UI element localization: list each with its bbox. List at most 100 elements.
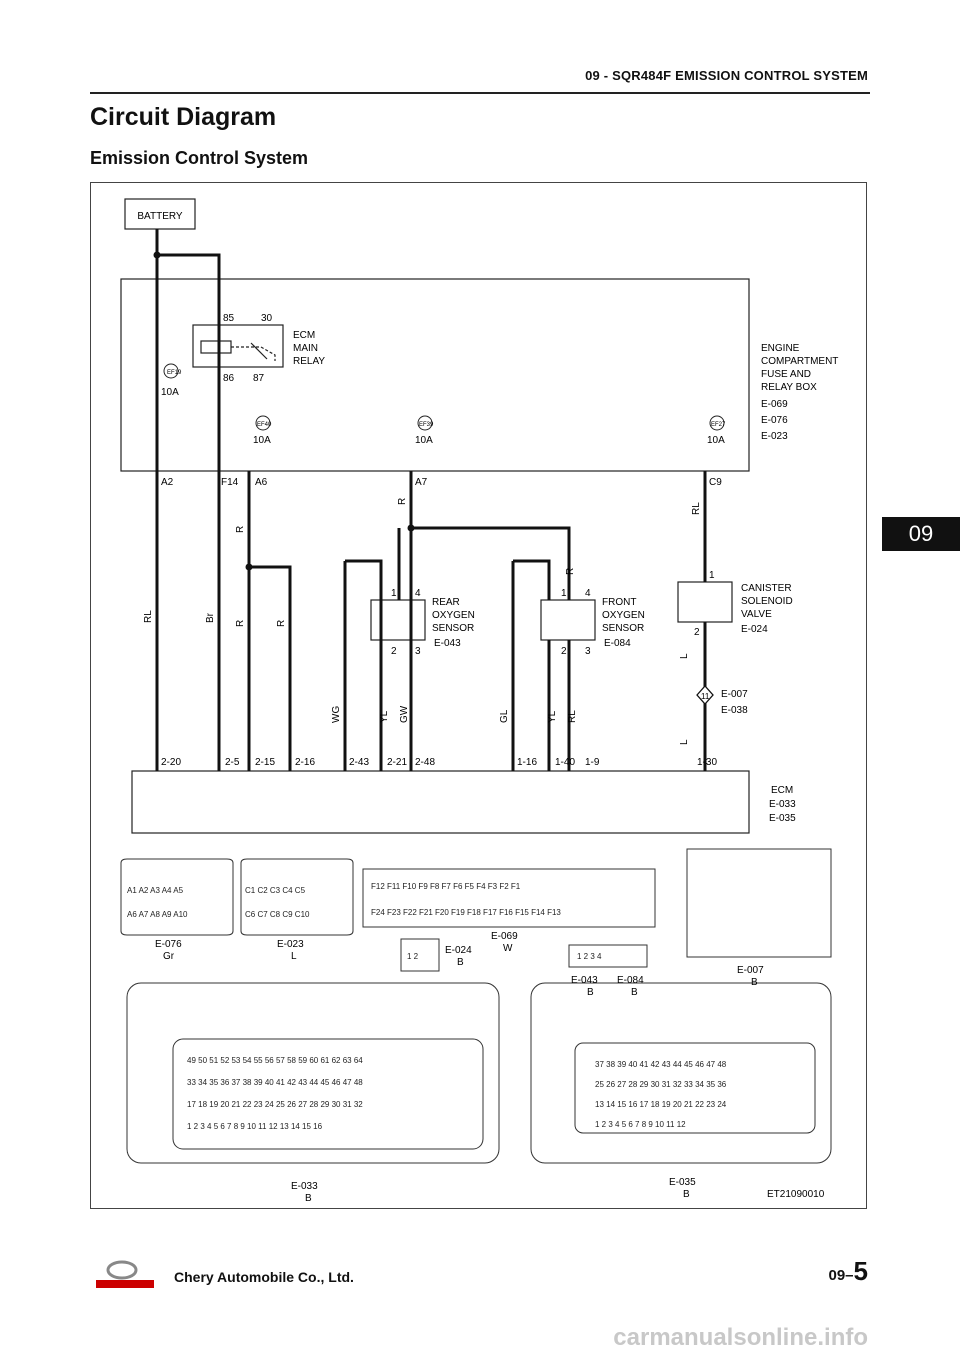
- ecm-pin-1-30: 1-30: [697, 757, 717, 768]
- front-pin-2: 2: [561, 646, 567, 657]
- fuse-box: [120, 278, 750, 472]
- conn-e069-id: E-069: [491, 931, 518, 942]
- fuse-ef40-rating: 10A: [253, 435, 271, 446]
- watermark: carmanualsonline.info: [613, 1324, 868, 1351]
- rear-sensor-label-1: REAR: [432, 597, 460, 608]
- rear-pin-4: 4: [415, 588, 421, 599]
- canister-box: [677, 581, 733, 623]
- wire-color-l-1: L: [679, 653, 690, 659]
- wire-color-rl-2: RL: [567, 710, 578, 723]
- fusebox-label-1: ENGINE: [761, 343, 800, 354]
- fusebox-label-2: COMPARTMENT: [761, 356, 838, 367]
- chapter-tab: 09: [882, 517, 960, 551]
- section-title: Emission Control System: [90, 148, 309, 168]
- footer-page-number: 09–5: [829, 1256, 869, 1287]
- wire-color-yl-2: YL: [547, 710, 558, 723]
- fusebox-conn-2: E-076: [761, 415, 788, 426]
- figure-code: ET21090010: [767, 1189, 825, 1200]
- fuse-ef40-id: EF40: [257, 422, 272, 428]
- fb-pin-a7: A7: [415, 477, 428, 488]
- front-sensor-box: [540, 599, 596, 641]
- page-num: 5: [853, 1256, 868, 1286]
- canister-label-3: VALVE: [741, 609, 772, 620]
- svg-text:1 2 3 4 5 6 7 8 9 10: 1 2 3 4 5 6 7 8 9 10 11 12: [595, 1120, 686, 1129]
- wire-color-yl-1: YL: [379, 710, 390, 723]
- wire-color-r-4: R: [397, 498, 408, 505]
- front-pin-3: 3: [585, 646, 591, 657]
- conn-e007-color: B: [751, 977, 758, 988]
- battery-box: [124, 198, 196, 230]
- fb-pin-f14: F14: [221, 477, 239, 488]
- conn-e023-id: E-023: [277, 939, 304, 950]
- relay-label-3: RELAY: [293, 356, 325, 367]
- e023-face: [240, 858, 354, 936]
- splice-id: 11: [701, 692, 710, 701]
- fusebox-label-3: FUSE AND: [761, 369, 811, 380]
- wire-color-r-2: R: [235, 620, 246, 627]
- svg-text:37 38 39 40 41 42 43 44 45 46: 37 38 39 40 41 42 43 44 45 46 47 48: [595, 1060, 727, 1069]
- conn-e023-color: L: [291, 951, 297, 962]
- fuse-ef27-id: EF27: [711, 422, 726, 428]
- ecm-pin-2-21: 2-21: [387, 757, 407, 768]
- ecm-pin-2-20: 2-20: [161, 757, 181, 768]
- conn-e043-color: B: [587, 987, 594, 998]
- rear-pin-2: 2: [391, 646, 397, 657]
- wire-color-r-5: R: [565, 568, 576, 575]
- ecm-pin-2-48: 2-48: [415, 757, 435, 768]
- rear-sensor-conn: E-043: [434, 638, 461, 649]
- ecm-pin-1-16: 1-16: [517, 757, 537, 768]
- splice-conn-2: E-038: [721, 705, 748, 716]
- fusebox-label-4: RELAY BOX: [761, 382, 817, 393]
- ecm-pin-2-43: 2-43: [349, 757, 369, 768]
- ecm-pin-1-40: 1-40: [555, 757, 575, 768]
- e043-e084-face: [568, 944, 648, 968]
- svg-text:C6 C7 C8 C9 C10: C6 C7 C8 C9 C10: [245, 910, 310, 919]
- svg-text:25 26 27 28 29 30 31 32 33 34: 25 26 27 28 29 30 31 32 33 34 35 36: [595, 1080, 727, 1089]
- rear-pin-1: 1: [391, 588, 397, 599]
- conn-e035-color: B: [683, 1189, 690, 1200]
- svg-text:C1 C2 C3 C4 C5: C1 C2 C3 C4 C5: [245, 886, 306, 895]
- svg-text:49 50 51 52 53 54 55 56 57 58: 49 50 51 52 53 54 55 56 57 58 59 60 61 6…: [187, 1056, 363, 1065]
- rear-sensor-box: [370, 599, 426, 641]
- wire-color-rl-3: RL: [691, 502, 702, 515]
- conn-e035-id: E-035: [669, 1177, 696, 1188]
- fb-pin-c9: C9: [709, 477, 722, 488]
- e033-face: [126, 982, 500, 1164]
- relay-pin-85: 85: [223, 313, 235, 324]
- fb-pin-a6: A6: [255, 477, 268, 488]
- ecm-pin-1-9: 1-9: [585, 757, 600, 768]
- fuse-ef39-id: EF39: [419, 422, 434, 428]
- conn-e033-id: E-033: [291, 1181, 318, 1192]
- front-sensor-label-2: OXYGEN: [602, 610, 645, 621]
- svg-text:1 2 3 4: 1 2 3 4: [577, 952, 602, 961]
- canister-label-2: SOLENOID: [741, 596, 793, 607]
- front-sensor-label-1: FRONT: [602, 597, 636, 608]
- front-pin-1: 1: [561, 588, 567, 599]
- relay-label-2: MAIN: [293, 343, 318, 354]
- chery-logo: [92, 1260, 162, 1295]
- wire-color-wg: WG: [331, 706, 342, 723]
- conn-e076-id: E-076: [155, 939, 182, 950]
- rear-sensor-label-2: OXYGEN: [432, 610, 475, 621]
- relay-label-1: ECM: [293, 330, 315, 341]
- fusebox-conn-3: E-023: [761, 431, 788, 442]
- conn-e043-id: E-043: [571, 975, 598, 986]
- canister-conn: E-024: [741, 624, 768, 635]
- svg-text:A1 A2 A3 A4 A5: A1 A2 A3 A4 A5: [127, 886, 184, 895]
- header-rule: [90, 92, 870, 94]
- conn-e007-id: E-007: [737, 965, 764, 976]
- ecm-pin-2-15: 2-15: [255, 757, 275, 768]
- wire-color-l-2: L: [679, 739, 690, 745]
- e076-face: [120, 858, 234, 936]
- fusebox-conn-1: E-069: [761, 399, 788, 410]
- front-sensor-label-3: SENSOR: [602, 623, 644, 634]
- svg-text:F12 F11 F10 F9 F8 F7 F6 F: F12 F11 F10 F9 F8 F7 F6 F5 F4 F3 F2 F1: [371, 882, 521, 891]
- conn-e069-color: W: [503, 943, 513, 954]
- splice-conn-1: E-007: [721, 689, 748, 700]
- battery-label: BATTERY: [137, 211, 183, 222]
- ecm-pin-2-5: 2-5: [225, 757, 240, 768]
- ecm-box: [131, 770, 750, 834]
- wire-color-r-3: R: [276, 620, 287, 627]
- conn-e033-color: B: [305, 1193, 312, 1204]
- circuit-diagram: BATTERY ECM MAIN RELAY 85 30 86 87 ENGIN…: [90, 182, 867, 1209]
